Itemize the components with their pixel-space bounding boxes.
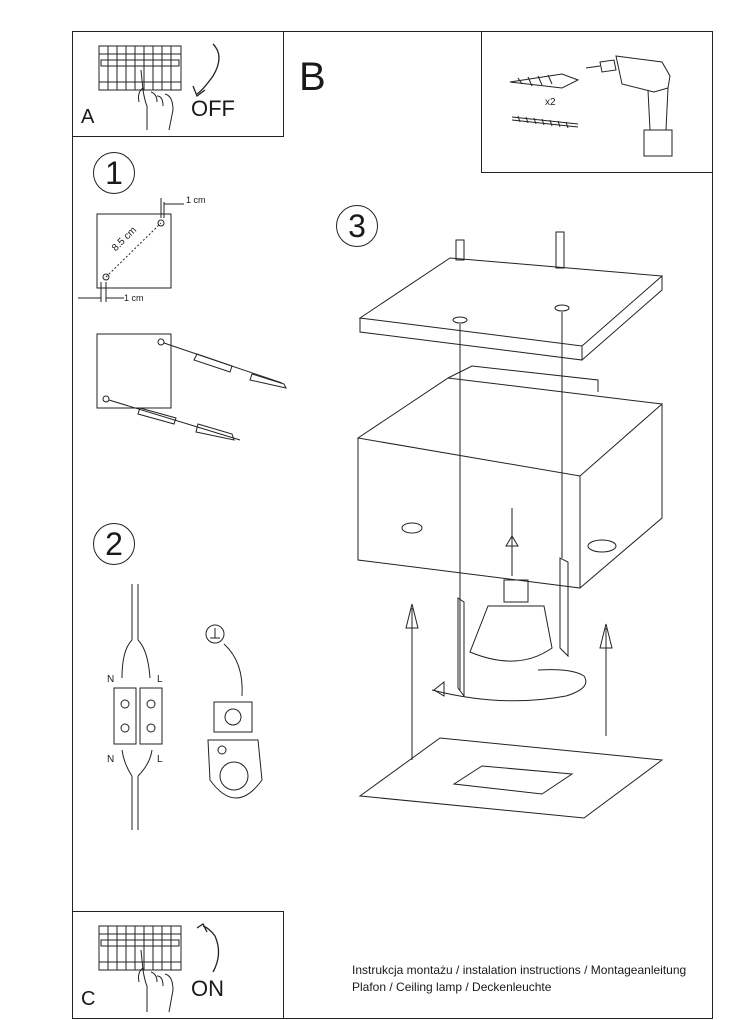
- dim-bottom-label: 1 cm: [124, 293, 144, 303]
- panel-a-power-off: A OFF: [72, 31, 284, 137]
- panel-a-state: OFF: [191, 96, 235, 121]
- panel-c-letter: C: [81, 988, 96, 1010]
- page-frame: [72, 31, 713, 1019]
- drill-and-fixings-icon: [509, 55, 673, 157]
- panel-c-state: ON: [191, 976, 224, 1001]
- quantity-label: x2: [545, 97, 556, 108]
- step-2-badge: 2: [93, 523, 135, 565]
- breaker-off-icon: [98, 43, 220, 131]
- n-bottom-label: N: [107, 754, 115, 765]
- step-2-wiring-diagram: [113, 584, 263, 830]
- footer-line-2: Plafon / Ceiling lamp / Deckenleuchte: [352, 980, 552, 994]
- step-3-assembly-diagram: [356, 231, 664, 819]
- footer-line-1: Instrukcja montażu / instalation instruc…: [352, 963, 687, 977]
- footer-caption: Instrukcja montażu / instalation instruc…: [352, 962, 686, 996]
- panel-b-letter: B: [299, 55, 326, 99]
- l-bottom-label: L: [157, 754, 163, 765]
- step-1-badge: 1: [93, 152, 135, 194]
- l-top-label: L: [157, 674, 163, 685]
- panel-a-letter: A: [81, 106, 95, 128]
- step-3-badge: 3: [336, 205, 378, 247]
- breaker-on-icon: [98, 923, 220, 1013]
- dim-top-label: 1 cm: [186, 195, 206, 205]
- step-1-drilling-diagram: [78, 198, 287, 441]
- panel-c-power-on: C ON: [72, 911, 284, 1019]
- panel-b-tools: x2: [481, 31, 713, 173]
- n-top-label: N: [107, 674, 115, 685]
